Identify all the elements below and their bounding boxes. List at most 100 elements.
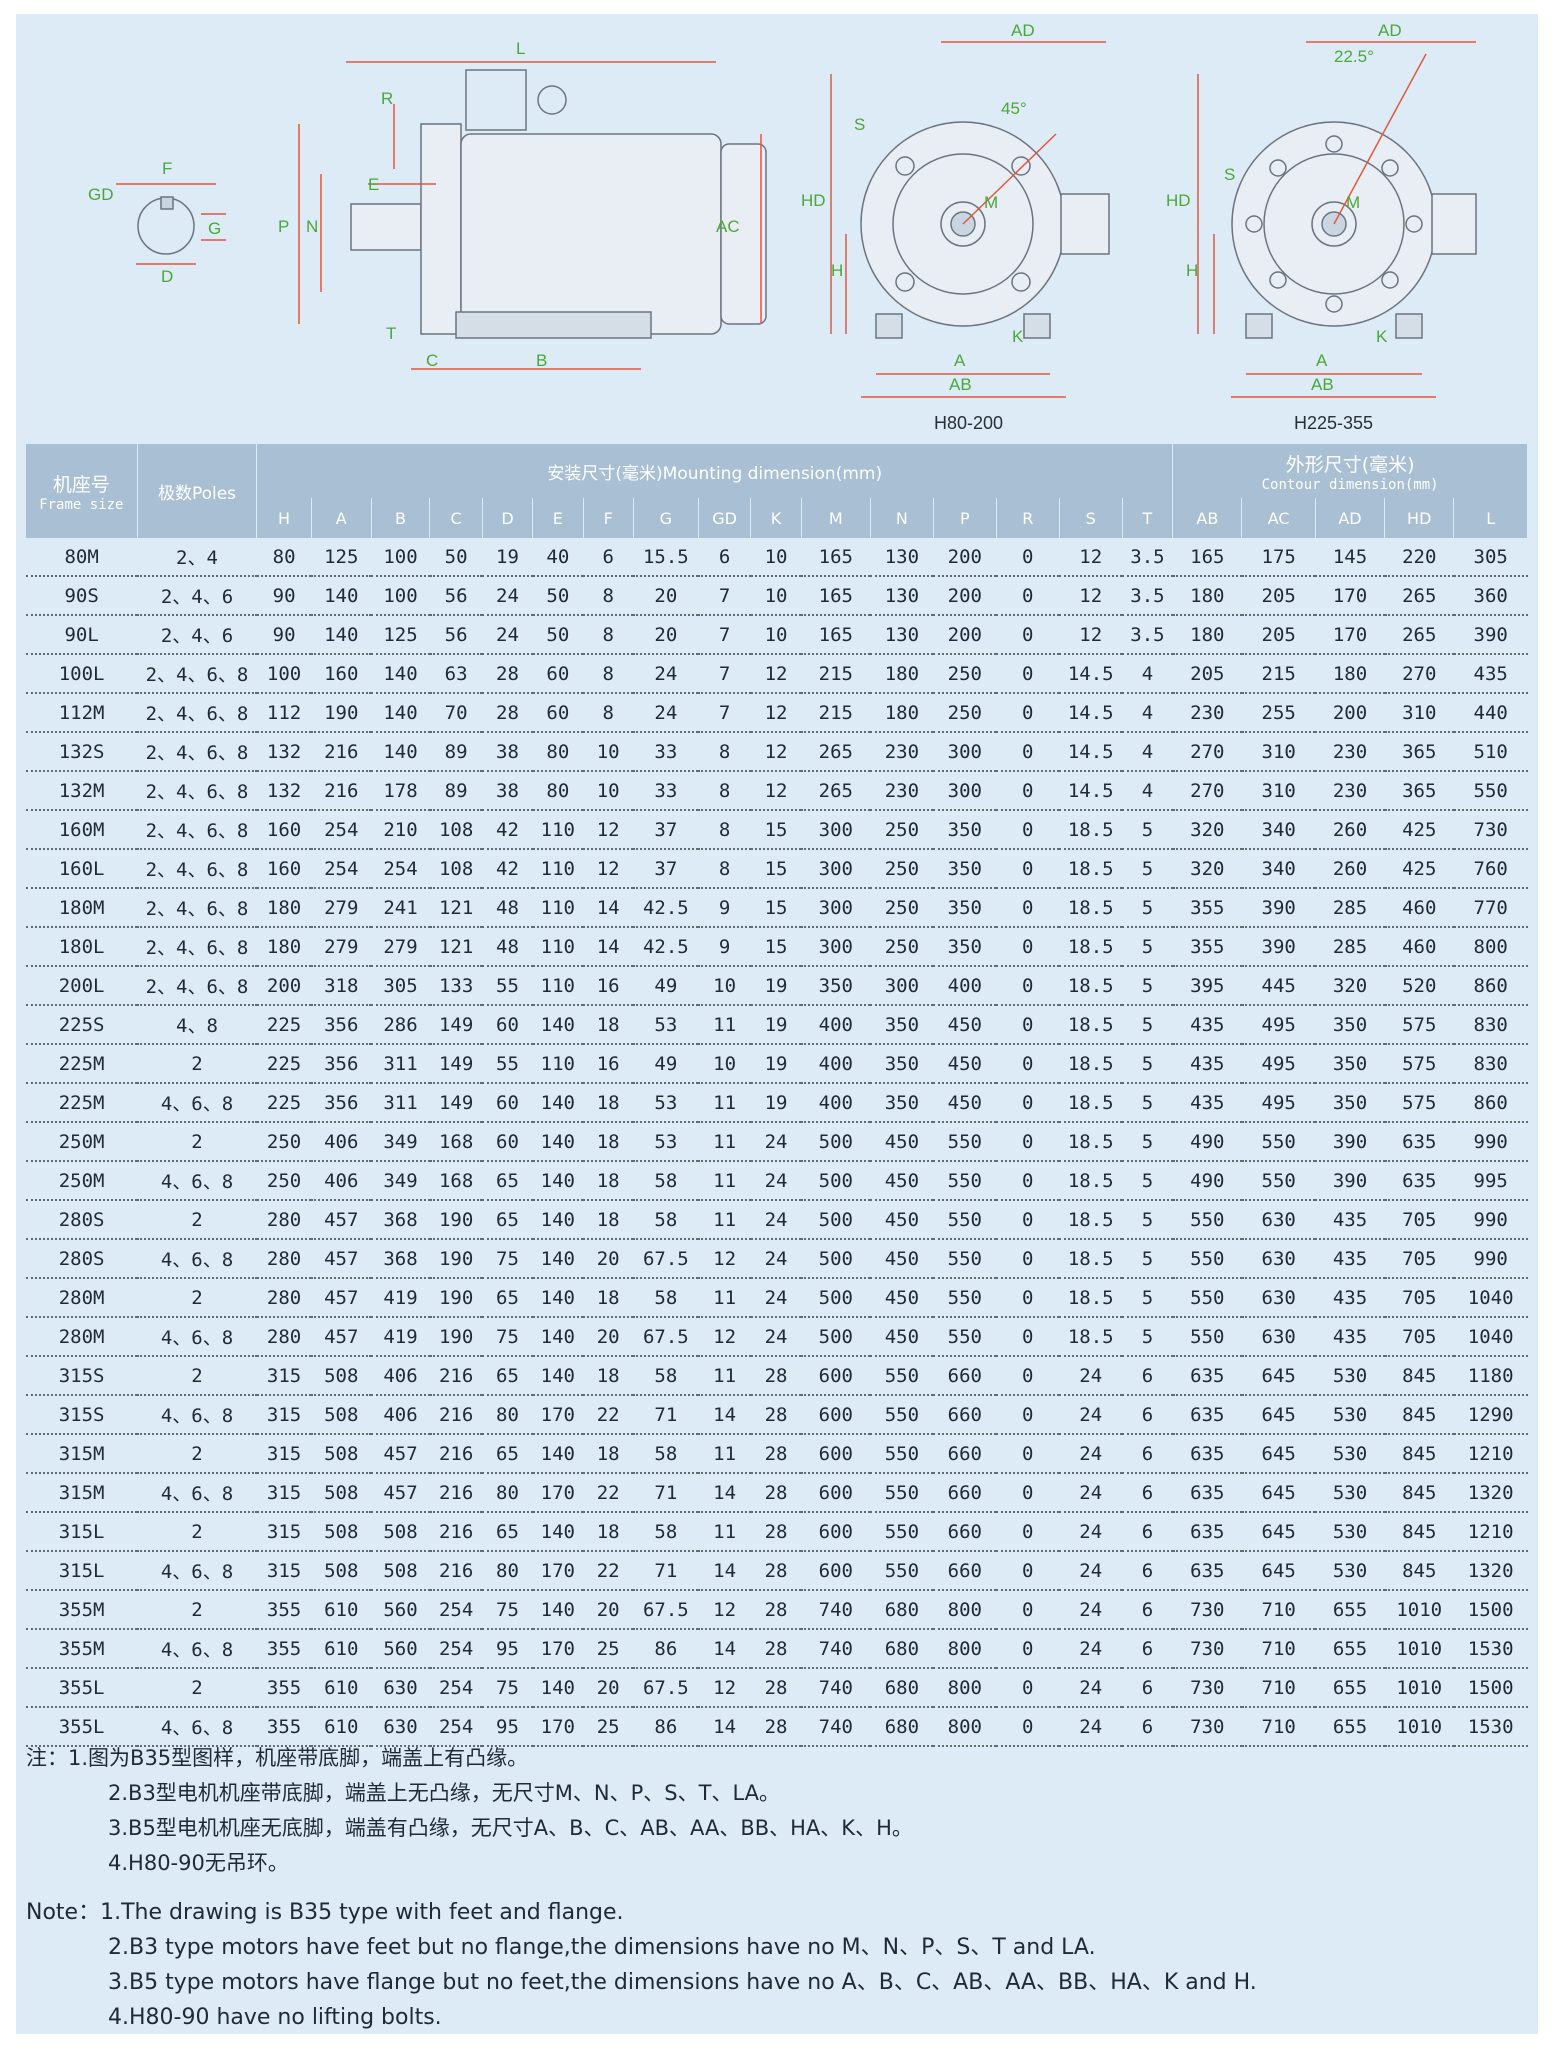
dimension-cell: 10 <box>750 538 802 577</box>
dimension-cell: 1010 <box>1384 1707 1454 1747</box>
frame-size-cell: 315S <box>26 1395 138 1435</box>
dimension-cell: 530 <box>1315 1473 1385 1513</box>
dimension-cell: 315 <box>256 1395 312 1435</box>
dimension-cell: 0 <box>996 1317 1060 1357</box>
dimension-cell: 75 <box>482 1668 533 1708</box>
dimension-cell: 230 <box>870 732 934 772</box>
frame-size-cell: 225S <box>26 1005 138 1045</box>
note-en-1: Note：1.The drawing is B35 type with feet… <box>26 1895 1526 1930</box>
dimension-cell: 28 <box>750 1551 802 1591</box>
frame-size-cell: 250M <box>26 1161 138 1201</box>
dimension-cell: 24 <box>482 615 533 655</box>
dimension-cell: 190 <box>429 1278 483 1318</box>
dimension-cell: 12 <box>698 1668 751 1708</box>
dimension-cell: 12 <box>750 771 802 811</box>
dimension-cell: 350 <box>933 849 997 889</box>
dimension-cell: 550 <box>1453 771 1528 811</box>
column-header-k: K <box>750 498 802 538</box>
note-en-prefix: Note： <box>26 1900 101 1925</box>
dimension-cell: 990 <box>1453 1239 1528 1279</box>
poles-cell: 2 <box>137 1668 257 1708</box>
dimension-cell: 20 <box>583 1239 634 1279</box>
dimension-cell: 14.5 <box>1059 771 1123 811</box>
rear-label-AB: AB <box>1311 375 1334 394</box>
dimension-cell: 11 <box>698 1278 751 1318</box>
dimension-cell: 450 <box>870 1200 934 1240</box>
poles-cell: 2 <box>137 1122 257 1162</box>
dimension-cell: 254 <box>429 1668 483 1708</box>
dimension-cell: 11 <box>698 1434 751 1474</box>
label-B: B <box>536 351 547 370</box>
dimension-cell: 995 <box>1453 1161 1528 1201</box>
dimension-cell: 550 <box>933 1278 997 1318</box>
dimension-cell: 830 <box>1453 1005 1528 1045</box>
poles-cell: 2 <box>137 1590 257 1630</box>
dimension-cell: 645 <box>1241 1356 1316 1396</box>
frame-size-cell: 160M <box>26 810 138 850</box>
poles-cell: 2、4、6、8 <box>137 888 257 928</box>
dimension-cell: 550 <box>933 1122 997 1162</box>
contour-dimension-header: 外形尺寸(毫米) Contour dimension(mm) <box>1172 444 1528 498</box>
dimension-cell: 170 <box>532 1551 584 1591</box>
poles-cell: 2、4、6、8 <box>137 654 257 694</box>
dimension-cell: 15 <box>750 849 802 889</box>
dimension-cell: 95 <box>482 1629 533 1669</box>
dimension-cell: 270 <box>1172 771 1242 811</box>
dimension-cell: 18.5 <box>1059 1200 1123 1240</box>
dimension-cell: 990 <box>1453 1122 1528 1162</box>
dimension-cell: 349 <box>371 1122 430 1162</box>
dimension-cell: 75 <box>482 1239 533 1279</box>
dimension-cell: 550 <box>933 1200 997 1240</box>
dimension-cell: 80 <box>482 1473 533 1513</box>
dimension-cell: 0 <box>996 1590 1060 1630</box>
dimension-cell: 216 <box>429 1395 483 1435</box>
column-header-l: L <box>1453 498 1528 538</box>
dimension-cell: 710 <box>1241 1590 1316 1630</box>
dimension-cell: 40 <box>532 538 584 577</box>
dimension-cell: 16 <box>583 966 634 1006</box>
dimension-cell: 24 <box>1059 1434 1123 1474</box>
dimension-cell: 14 <box>583 927 634 967</box>
dimension-cell: 140 <box>532 1200 584 1240</box>
dimension-cell: 20 <box>583 1317 634 1357</box>
dimension-cell: 28 <box>482 654 533 694</box>
dimension-cell: 300 <box>801 888 871 928</box>
dimension-cell: 368 <box>371 1200 430 1240</box>
dimension-cell: 190 <box>311 693 372 733</box>
frame-size-cell: 315L <box>26 1512 138 1552</box>
dimension-cell: 630 <box>371 1668 430 1708</box>
dimension-cell: 205 <box>1241 615 1316 655</box>
dimension-cell: 390 <box>1315 1122 1385 1162</box>
dimension-cell: 450 <box>933 1005 997 1045</box>
dimension-cell: 390 <box>1453 615 1528 655</box>
dimension-cell: 24 <box>1059 1707 1123 1747</box>
dimension-cell: 705 <box>1384 1200 1454 1240</box>
dimension-cell: 435 <box>1315 1317 1385 1357</box>
dimension-cell: 18 <box>583 1122 634 1162</box>
dimension-cell: 14 <box>698 1551 751 1591</box>
dimension-cell: 0 <box>996 1473 1060 1513</box>
dimension-cell: 450 <box>933 1044 997 1084</box>
dimension-cell: 24 <box>1059 1512 1123 1552</box>
dimension-cell: 49 <box>633 966 699 1006</box>
dimension-cell: 0 <box>996 732 1060 772</box>
front-label-HD: HD <box>801 191 826 210</box>
dimension-cell: 0 <box>996 1395 1060 1435</box>
dimension-cell: 500 <box>801 1239 871 1279</box>
dimension-cell: 0 <box>996 771 1060 811</box>
dimension-cell: 260 <box>1315 849 1385 889</box>
dimension-cell: 500 <box>801 1200 871 1240</box>
dimension-cell: 550 <box>870 1512 934 1552</box>
dimension-cell: 710 <box>1241 1668 1316 1708</box>
dimension-cell: 450 <box>933 1083 997 1123</box>
dimension-cell: 254 <box>311 849 372 889</box>
dimension-cell: 250 <box>870 810 934 850</box>
poles-cell: 4、6、8 <box>137 1317 257 1357</box>
dimension-cell: 390 <box>1241 927 1316 967</box>
